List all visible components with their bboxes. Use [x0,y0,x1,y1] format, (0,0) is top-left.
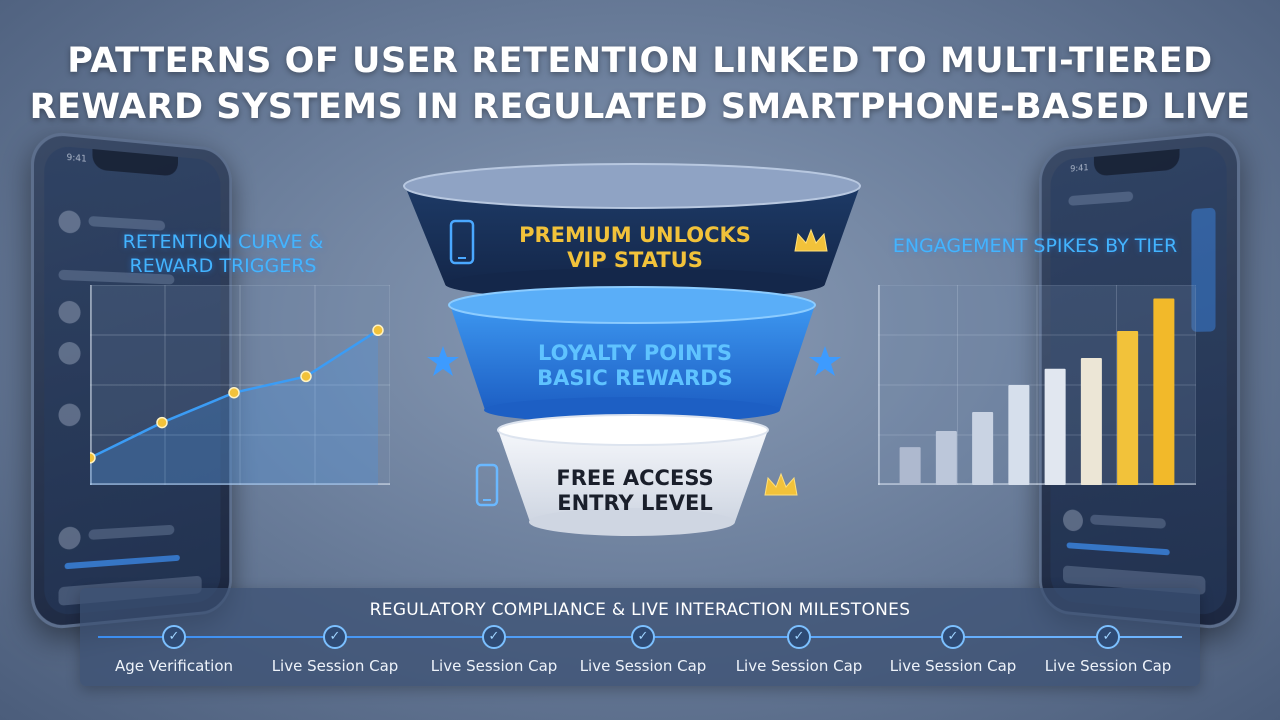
engagement-bar [1080,357,1102,485]
funnel-tier-loyalty-rim [448,286,816,324]
funnel-label-free-line-1: FREE ACCESS [556,466,714,490]
smartphone-icon [475,463,499,507]
engagement-bar-chart [877,284,1197,486]
funnel-label-free: FREE ACCESS ENTRY LEVEL [485,466,785,516]
check-icon: ✓ [631,625,655,649]
retention-curve-chart [84,284,391,486]
engagement-bar [1044,368,1066,485]
avatar [58,403,81,427]
engagement-bar [899,447,921,485]
left-chart-area [84,284,391,486]
phone-notch [1093,148,1180,177]
right-chart-area [877,284,1197,486]
milestone-label: Age Verification [114,657,234,675]
funnel-tier-free-rim [497,414,769,446]
phone-notch [91,148,178,177]
blurred-row [1090,514,1166,529]
status-time: 9:41 [1070,163,1089,175]
avatar [58,209,81,234]
blurred-row [88,524,175,540]
funnel-label-premium-line-1: PREMIUM UNLOCKS [519,223,751,247]
blurred-row [88,215,166,231]
funnel-label-premium: PREMIUM UNLOCKS VIP STATUS [485,223,785,273]
engagement-bar [935,430,957,485]
milestone-item: ✓ Live Session Cap [1028,625,1188,675]
retention-area [90,330,378,485]
reward-trigger-point [372,324,384,337]
title-line-2: REWARD SYSTEMS IN REGULATED SMARTPHONE-B… [29,87,1251,127]
milestone-item: ✓ Live Session Cap [719,625,879,675]
reward-trigger-point [228,386,240,399]
milestone-label: Live Session Cap [430,657,558,675]
title-line-1: PATTERNS OF USER RETENTION LINKED TO MUL… [67,41,1213,81]
crown-icon [764,472,798,496]
milestone-label: Live Session Cap [271,657,399,675]
funnel-label-free-line-2: ENTRY LEVEL [557,491,713,515]
status-time: 9:41 [66,152,87,165]
avatar [58,526,81,551]
check-icon: ✓ [162,625,186,649]
check-icon: ✓ [482,625,506,649]
milestone-item: ✓ Live Session Cap [563,625,723,675]
milestone-label: Live Session Cap [1044,657,1172,675]
funnel-label-loyalty-line-1: LOYALTY POINTS [537,341,732,365]
milestone-item: ✓ Live Session Cap [873,625,1033,675]
check-icon: ✓ [323,625,347,649]
avatar [58,341,81,365]
page-title: PATTERNS OF USER RETENTION LINKED TO MUL… [0,38,1280,130]
reward-trigger-point [156,416,168,429]
reward-trigger-point [300,370,312,383]
check-icon: ✓ [1096,625,1120,649]
milestone-label: Live Session Cap [889,657,1017,675]
engagement-bar [1153,298,1175,485]
avatar [1063,509,1083,532]
left-chart-title-line-1: RETENTION CURVE & [122,231,324,253]
blurred-row [1068,191,1134,206]
milestone-label: Live Session Cap [579,657,707,675]
smartphone-icon [449,219,475,265]
funnel-label-premium-line-2: VIP STATUS [567,248,703,272]
check-icon: ✓ [787,625,811,649]
reward-trigger-point [84,452,96,464]
milestone-item: ✓ Live Session Cap [414,625,574,675]
star-icon [809,346,841,376]
funnel-tier-premium-rim [403,163,861,209]
funnel-label-loyalty: LOYALTY POINTS BASIC REWARDS [485,341,785,391]
left-chart-title-line-2: REWARD TRIGGERS [129,255,317,277]
milestones-panel: REGULATORY COMPLIANCE & LIVE INTERACTION… [80,588,1200,686]
left-chart-title: RETENTION CURVE & REWARD TRIGGERS [108,230,338,278]
crown-icon [794,228,828,252]
engagement-bar [1117,330,1139,485]
milestone-label: Live Session Cap [735,657,863,675]
funnel-label-loyalty-line-2: BASIC REWARDS [537,366,733,390]
check-icon: ✓ [941,625,965,649]
engagement-bar [972,412,994,485]
avatar [58,300,81,324]
engagement-bar [1008,385,1030,485]
progress-bar [64,554,180,570]
milestone-item: ✓ Age Verification [94,625,254,675]
milestone-item: ✓ Live Session Cap [255,625,415,675]
right-chart-title: ENGAGEMENT SPIKES BY TIER [892,235,1178,257]
progress-bar [1066,542,1170,556]
star-icon [427,346,459,376]
milestones-title: REGULATORY COMPLIANCE & LIVE INTERACTION… [369,600,911,620]
